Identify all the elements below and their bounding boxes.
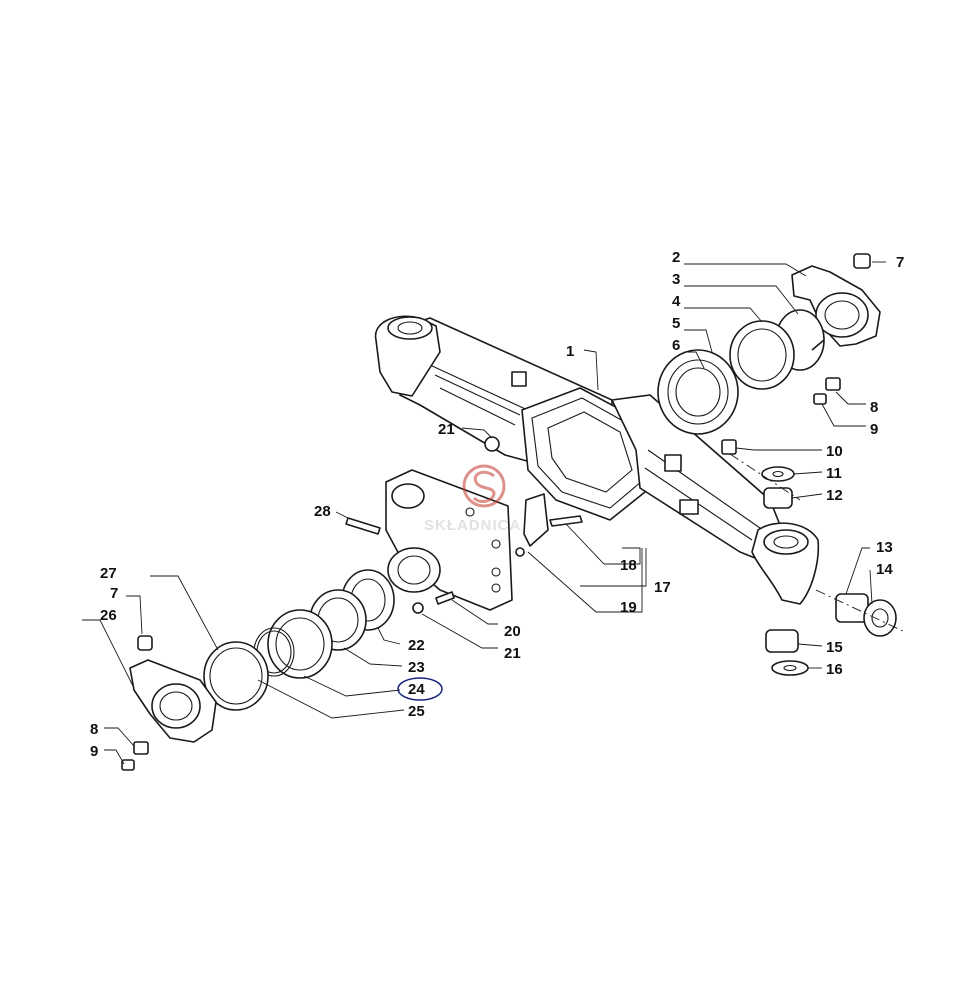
- callout-6: 6: [672, 337, 680, 354]
- callout-5: 5: [672, 315, 680, 332]
- callout-18: 18: [620, 557, 637, 574]
- callout-24: 24: [408, 681, 425, 698]
- watermark-logo: SKŁADNICA: [424, 464, 521, 534]
- callout-9-right: 9: [870, 421, 878, 438]
- callout-1: 1: [566, 343, 574, 360]
- right-bearing-group: [657, 253, 881, 435]
- callout-labels: 1 2 3 4 5 6 7 8 9 10 11 12 13 14 15 16 1…: [90, 249, 904, 760]
- callout-23: 23: [408, 659, 425, 676]
- callout-11: 11: [826, 465, 842, 482]
- callout-14: 14: [876, 561, 893, 578]
- callout-24-highlight: [397, 677, 443, 701]
- callout-19: 19: [620, 599, 637, 616]
- callout-4: 4: [672, 293, 681, 310]
- leader-lines: [82, 261, 886, 765]
- callout-8-right: 8: [870, 399, 878, 416]
- callout-17: 17: [654, 579, 671, 596]
- left-bearing-group: [121, 569, 395, 771]
- axle-housing: [374, 315, 820, 605]
- callout-22: 22: [408, 637, 425, 654]
- callout-9-left: 9: [90, 743, 98, 760]
- callout-27: 27: [100, 565, 117, 582]
- callout-12: 12: [826, 487, 843, 504]
- callout-28: 28: [314, 503, 331, 520]
- callout-7-left: 7: [110, 585, 118, 602]
- callout-10: 10: [826, 443, 843, 460]
- callout-16: 16: [826, 661, 843, 678]
- callout-26: 26: [100, 607, 117, 624]
- callout-7-right: 7: [896, 254, 904, 271]
- watermark-text: SKŁADNICA: [424, 517, 521, 534]
- callout-25: 25: [408, 703, 425, 720]
- callout-13: 13: [876, 539, 893, 556]
- callout-3: 3: [672, 271, 680, 288]
- callout-21-lower: 21: [504, 645, 521, 662]
- callout-21-upper: 21: [438, 421, 455, 438]
- callout-8-left: 8: [90, 721, 98, 738]
- callout-2: 2: [672, 249, 680, 266]
- callout-20: 20: [504, 623, 521, 640]
- right-kingpin-group: [721, 439, 906, 676]
- callout-15: 15: [826, 639, 843, 656]
